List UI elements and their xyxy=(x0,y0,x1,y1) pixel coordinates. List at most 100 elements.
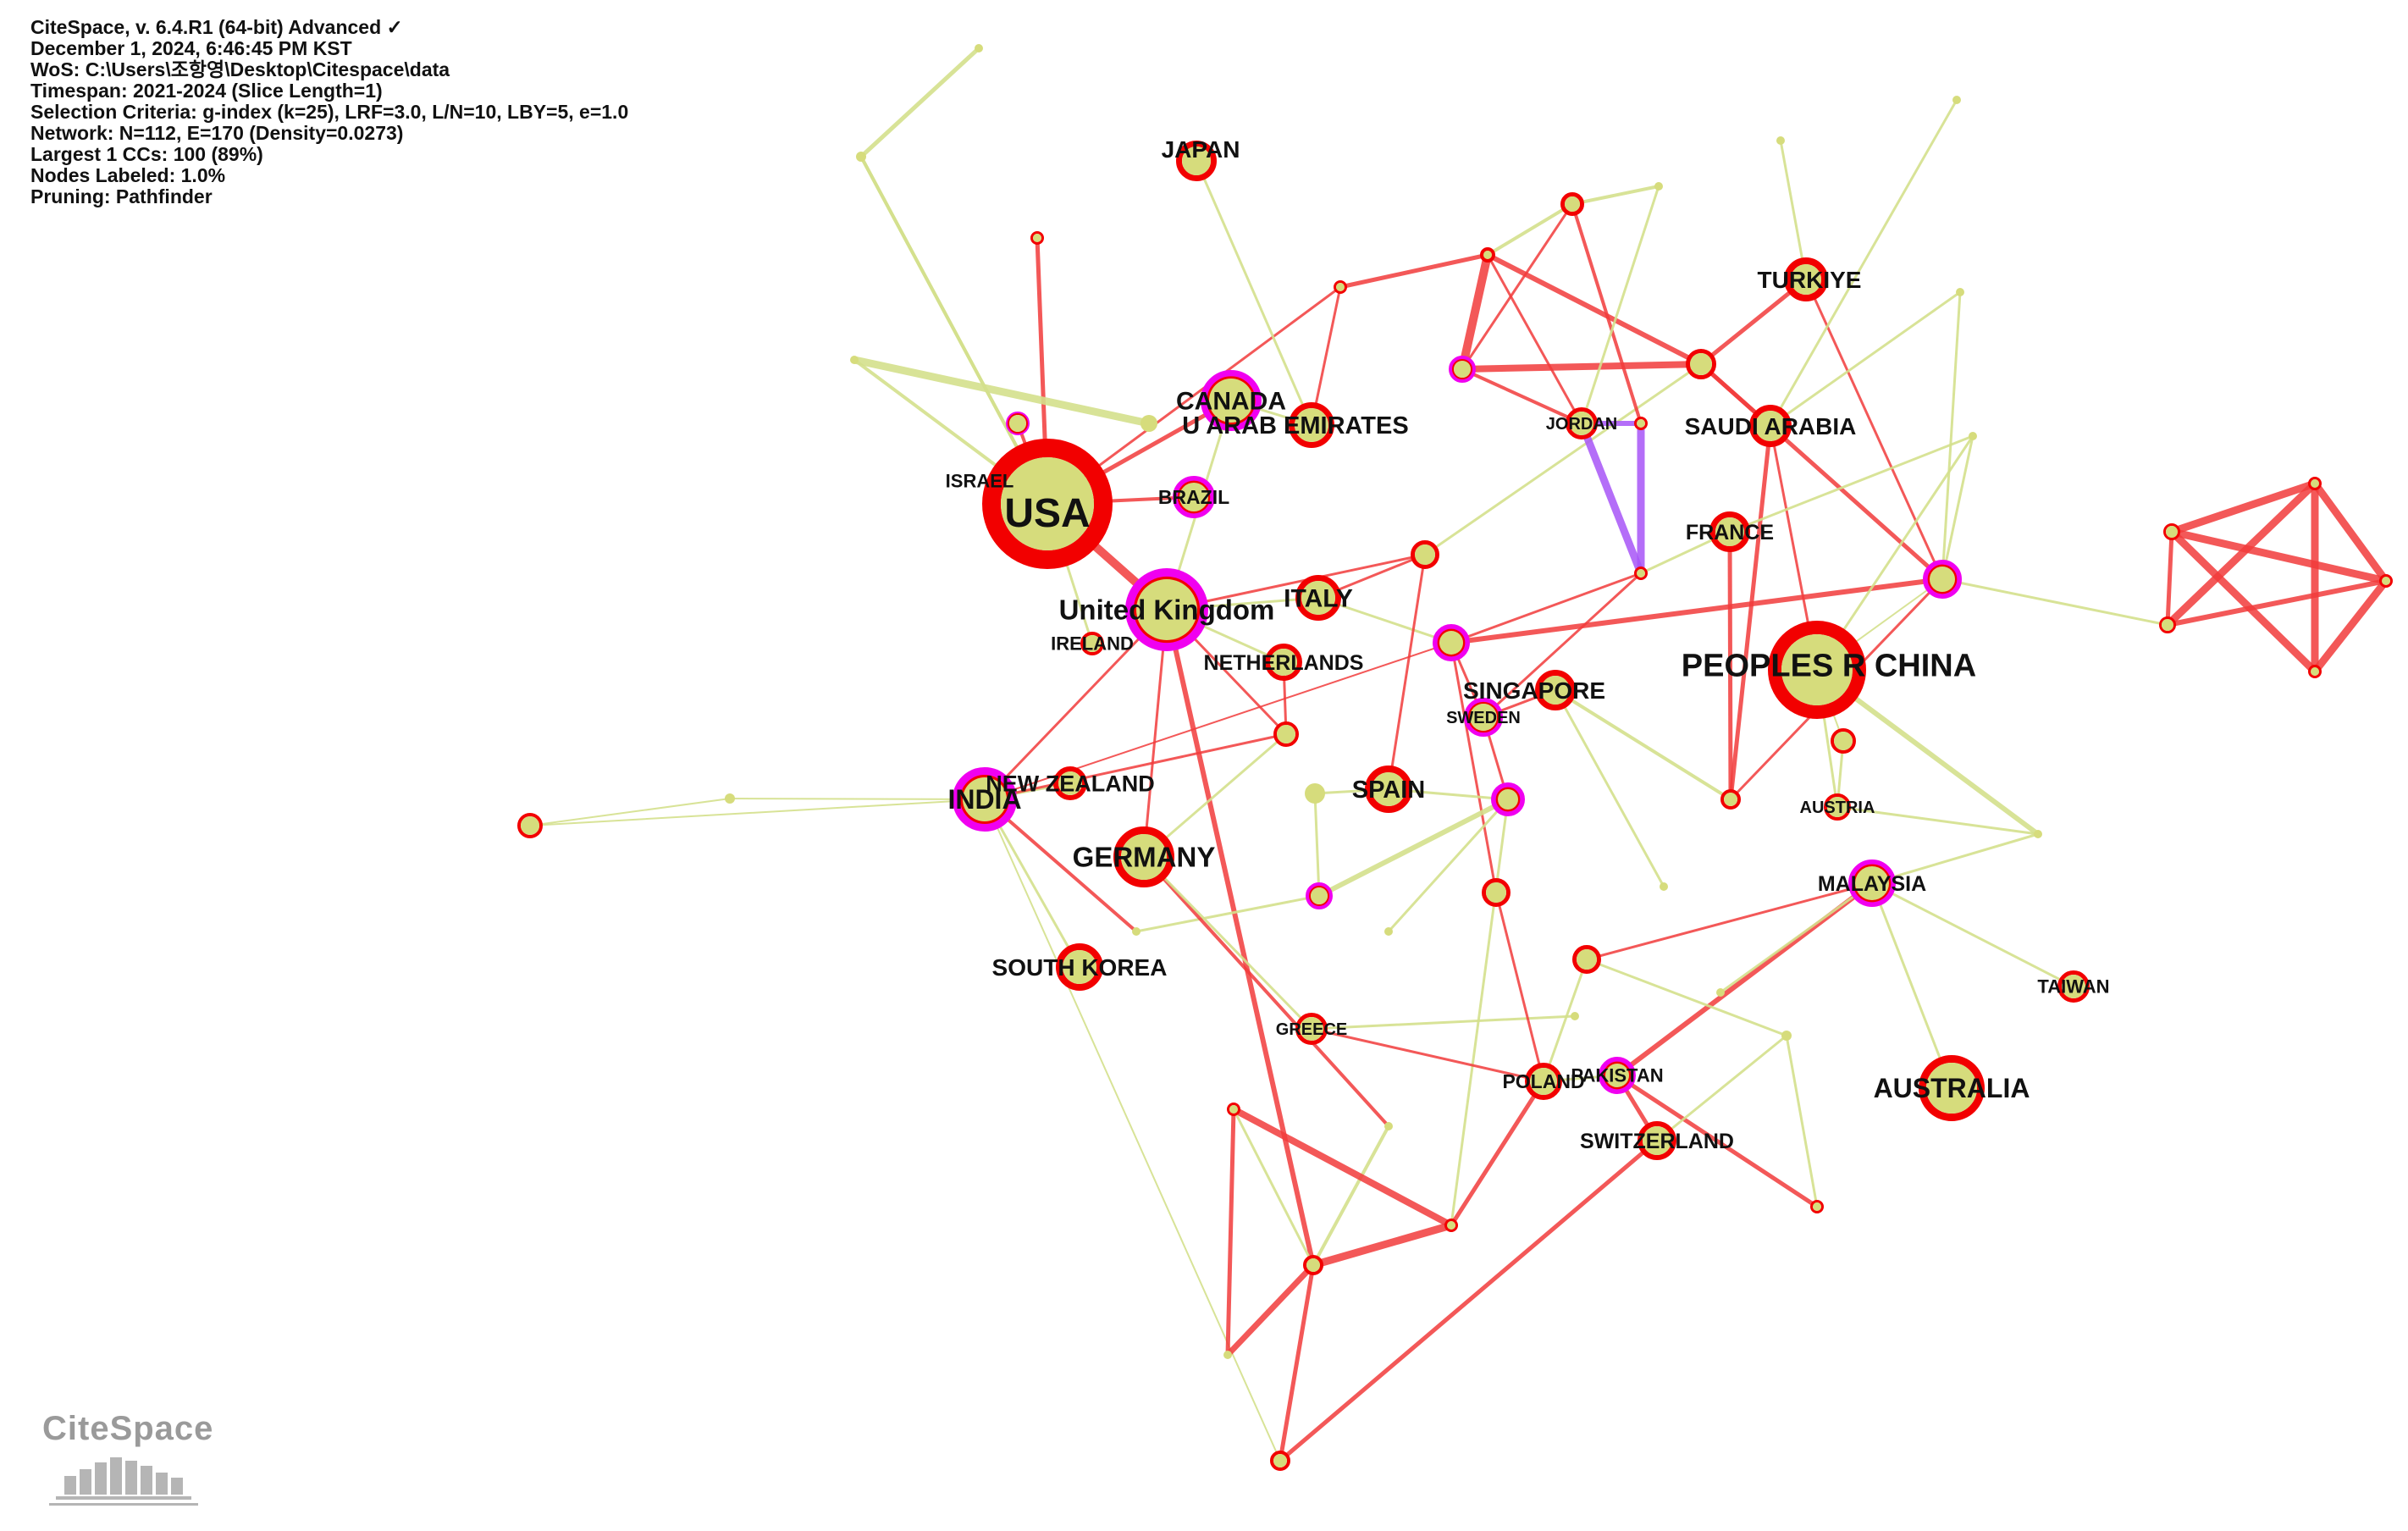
node-core xyxy=(963,777,1007,821)
network-edge xyxy=(1941,434,1974,581)
country-label-china: PEOPLES R CHINA xyxy=(1682,648,1976,683)
network-node xyxy=(1125,568,1208,651)
node-core xyxy=(2311,479,2319,488)
country-label-india: INDIA xyxy=(947,784,1021,815)
node-core xyxy=(1781,634,1853,705)
node-ring xyxy=(1334,280,1347,294)
network-edge xyxy=(1423,362,1703,556)
info-line: December 1, 2024, 6:46:45 PM KST xyxy=(30,37,352,59)
node-ring xyxy=(1824,793,1851,821)
node-core xyxy=(1277,725,1295,743)
node-core xyxy=(1063,950,1096,984)
node-ring xyxy=(1201,370,1262,431)
network-edge xyxy=(1278,1138,1660,1463)
node-core xyxy=(1827,797,1847,817)
node-ring xyxy=(1176,141,1217,181)
info-line: Largest 1 CCs: 100 (89%) xyxy=(30,143,263,165)
node-core xyxy=(1716,988,1725,997)
node-ring xyxy=(2163,523,2180,540)
network-node xyxy=(1768,621,1866,719)
node-ring xyxy=(1720,789,1741,810)
node-ring xyxy=(1173,476,1215,518)
network-edge xyxy=(1779,139,1808,281)
network-edge xyxy=(2163,479,2319,629)
network-node xyxy=(1716,988,1725,997)
node-inner-ring xyxy=(1467,701,1499,733)
network-edge xyxy=(1870,882,1953,1090)
network-edge xyxy=(1387,553,1427,791)
network-edge xyxy=(983,608,1168,801)
network-nodes xyxy=(517,44,2393,1471)
network-node xyxy=(1265,644,1302,681)
country-label-australia: AUSTRALIA xyxy=(1874,1073,2030,1103)
node-ring xyxy=(1634,567,1648,580)
network-edge xyxy=(1585,882,1874,961)
network-node xyxy=(1720,789,1741,810)
network-node xyxy=(2379,574,2393,588)
node-core xyxy=(1439,631,1463,655)
network-edge xyxy=(1728,434,1974,533)
info-line: WoS: C:\Users\조항영\Desktop\Citespace\data xyxy=(30,58,450,80)
logo-skyline-icon xyxy=(49,1457,198,1506)
network-edge xyxy=(1482,572,1643,719)
node-core xyxy=(1295,408,1328,442)
network-node xyxy=(1140,415,1157,432)
node-core xyxy=(1384,1122,1393,1130)
network-node xyxy=(1305,783,1325,804)
country-label-canada: CANADA xyxy=(1176,388,1286,416)
node-core xyxy=(1033,234,1041,242)
node-core xyxy=(2311,667,2319,676)
network-edge xyxy=(1165,553,1427,611)
node-core xyxy=(1270,649,1297,676)
network-edge xyxy=(1486,253,1583,425)
node-core xyxy=(2382,577,2390,585)
node-core xyxy=(1223,1351,1232,1359)
network-node xyxy=(1056,943,1103,991)
network-node xyxy=(1176,141,1217,181)
network-node xyxy=(1923,560,1962,599)
logo-text: CiteSpace xyxy=(42,1410,214,1447)
network-edges xyxy=(529,46,2390,1463)
network-edge xyxy=(1486,202,1574,257)
network-edge xyxy=(1461,202,1574,371)
node-ring xyxy=(1638,1121,1676,1160)
node-core xyxy=(1179,483,1208,511)
node-inner-ring xyxy=(1853,864,1892,903)
network-node xyxy=(1810,1200,1824,1213)
network-node xyxy=(1560,192,1584,216)
network-node xyxy=(1384,927,1393,936)
node-inner-ring xyxy=(1495,787,1521,812)
network-edge xyxy=(1312,1125,1390,1267)
node-core xyxy=(1384,927,1393,936)
node-core xyxy=(1300,1017,1323,1041)
network-node xyxy=(1270,1451,1290,1471)
info-line: Selection Criteria: g-index (k=25), LRF=… xyxy=(30,101,629,123)
node-core xyxy=(1724,793,1737,806)
node-core xyxy=(1311,887,1328,904)
network-node xyxy=(1535,670,1576,710)
node-ring xyxy=(1270,1451,1290,1471)
node-core xyxy=(1415,544,1435,565)
node-ring xyxy=(1831,728,1856,754)
country-label-jordan: JORDAN xyxy=(1546,415,1617,434)
node-ring xyxy=(1289,402,1334,448)
node-ring xyxy=(1365,766,1412,813)
node-core xyxy=(1855,866,1889,900)
network-node xyxy=(2057,970,2090,1003)
network-edge xyxy=(859,46,981,159)
node-ring xyxy=(2159,616,2176,633)
network-node xyxy=(1660,882,1668,891)
network-edge xyxy=(983,798,1138,933)
network-edge xyxy=(1310,285,1342,427)
network-node xyxy=(1952,96,1961,104)
network-edge xyxy=(1554,688,1665,888)
node-core xyxy=(2166,526,2178,538)
network-node xyxy=(1781,1031,1792,1041)
node-core xyxy=(1952,96,1961,104)
network-edge xyxy=(529,799,986,826)
country-label-singapore: SINGAPORE xyxy=(1463,677,1605,704)
node-ring xyxy=(1768,621,1866,719)
info-line: Network: N=112, E=170 (Density=0.0273) xyxy=(30,122,404,144)
network-edge xyxy=(1450,641,1498,894)
